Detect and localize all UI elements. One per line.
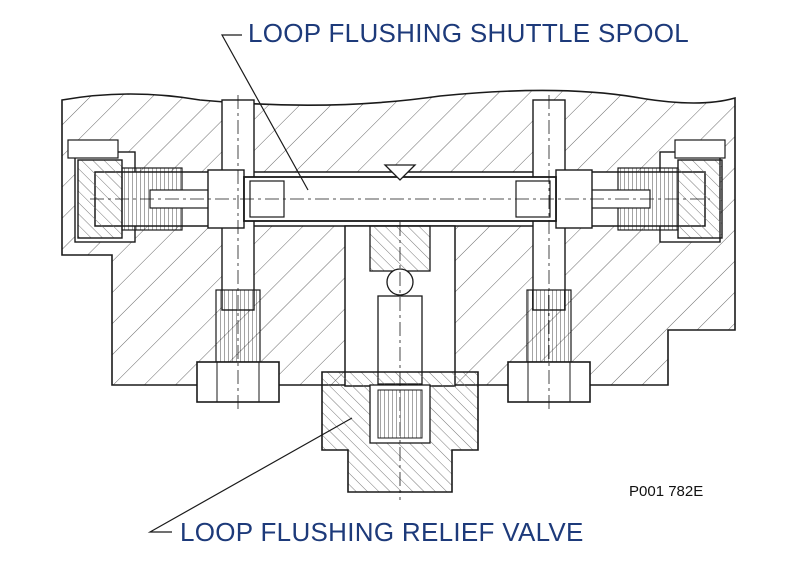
spool-cone-top	[383, 164, 417, 181]
leader-line-relief-valve	[147, 417, 353, 533]
label-loop-flushing-relief-valve: LOOP FLUSHING RELIEF VALVE	[180, 517, 584, 547]
right-port-pocket-inner	[674, 139, 726, 159]
drawing-number: P001 782E	[629, 483, 704, 500]
leader-line-shuttle-spool	[220, 34, 309, 191]
left-port-pocket-inner	[67, 139, 119, 159]
label-loop-flushing-shuttle-spool: LOOP FLUSHING SHUTTLE SPOOL	[248, 18, 690, 48]
left-end-plug	[77, 159, 123, 239]
